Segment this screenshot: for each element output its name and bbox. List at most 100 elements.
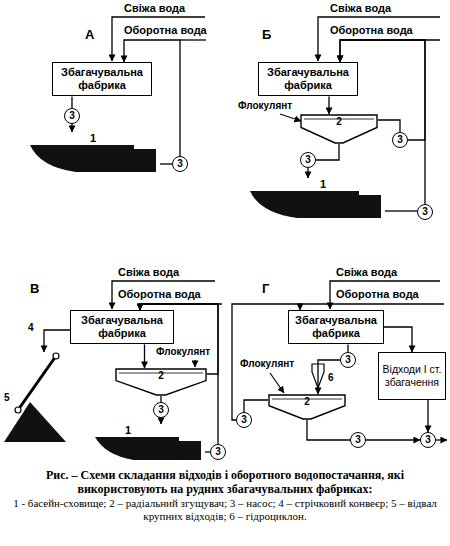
- pipe-connector: [366, 439, 420, 440]
- belt-conveyor: [18, 356, 56, 410]
- pond-dam: [134, 149, 156, 172]
- pond-shape: [250, 178, 385, 218]
- panel-letter: Б: [262, 28, 271, 42]
- pipe-connector: [144, 344, 145, 368]
- storage-pond: 1: [250, 178, 385, 218]
- radial-thickener: 2: [115, 368, 207, 396]
- pipe-connector: [71, 124, 72, 132]
- thickener-body: [116, 369, 206, 395]
- water-label: Свіжа вода: [336, 266, 397, 278]
- callout-number: 2: [300, 116, 378, 127]
- flocculant-feed: [194, 360, 195, 367]
- water-label: Свіжа вода: [330, 2, 391, 14]
- callout-number: 1: [250, 178, 326, 190]
- pipe-connector: [160, 418, 161, 424]
- pond-shape: [95, 424, 205, 460]
- water-label: Оборотна вода: [124, 24, 207, 36]
- storage-pond: 1: [30, 132, 160, 172]
- belt-conveyor: [15, 407, 21, 413]
- figure-caption: Рис. – Схеми складання відходів і оборот…: [8, 468, 442, 496]
- belt-conveyor: [44, 330, 70, 352]
- pipe-connector: [71, 96, 72, 108]
- pipe-connector: [427, 400, 428, 432]
- callout-number: 6: [328, 372, 334, 383]
- flocculant-feed: [195, 114, 301, 393]
- callout-number: 3: [69, 111, 75, 121]
- thickener-body: [301, 115, 377, 143]
- pump-circle: 3: [172, 156, 188, 172]
- callout-number: 1: [95, 424, 131, 436]
- water-pipe: [330, 281, 440, 309]
- pump-circle: 3: [417, 204, 433, 220]
- pump-circle: 3: [210, 444, 226, 460]
- belt-conveyor: [4, 330, 70, 442]
- node-text: Відходи І ст. збагачення: [381, 363, 443, 388]
- pond-body: [95, 437, 179, 460]
- pipe-connector: [316, 144, 339, 160]
- pipe-connector: [160, 163, 172, 164]
- process-box: Збагачувальна фабрика: [52, 62, 152, 96]
- water-label: Оборотна вода: [336, 288, 419, 300]
- pipe-connector: [385, 210, 417, 211]
- callout-number: 3: [425, 435, 431, 445]
- water-pipe: [180, 39, 206, 40]
- pipe-connector: [124, 40, 180, 156]
- pond-body: [30, 145, 134, 172]
- callout-number: 3: [158, 405, 164, 415]
- pond-dam: [179, 441, 201, 460]
- water-pipe: [112, 281, 215, 309]
- thickener-body: [269, 395, 345, 419]
- pipe-connector: [378, 120, 400, 132]
- reagent-label: Флокулянт: [156, 346, 210, 357]
- water-label: Свіжа вода: [118, 266, 179, 278]
- node-text: Збагачувальна фабрика: [75, 314, 169, 340]
- callout-number: 5: [4, 392, 10, 403]
- water-pipe: [300, 303, 444, 304]
- legend-note: 1 - басейн-сховище; 2 – радіальний згущу…: [8, 497, 442, 523]
- water-pipe: [112, 17, 447, 440]
- process-box: Збагачувальна фабрика: [70, 310, 174, 344]
- pipe-connector: [307, 420, 350, 440]
- pipe-connector: [244, 400, 268, 412]
- reagent-label: Флокулянт: [238, 100, 292, 111]
- pump-circle: 3: [350, 432, 366, 448]
- process-box: Збагачувальна фабрика: [288, 310, 384, 344]
- pump-circle: 3: [153, 402, 169, 418]
- belt-conveyor: [4, 402, 66, 442]
- waste-box: Відходи І ст. збагачення: [378, 352, 446, 400]
- node-text: Збагачувальна фабрика: [293, 314, 379, 340]
- process-box: Збагачувальна фабрика: [258, 62, 358, 96]
- callout-number: 3: [397, 135, 403, 145]
- pump-circle: 3: [392, 132, 408, 148]
- panel-letter: В: [30, 282, 39, 296]
- callout-number: 2: [115, 370, 207, 381]
- pump-circle: 3: [300, 152, 316, 168]
- callout-number: 2: [268, 396, 346, 407]
- flocculant-feed: [280, 114, 301, 121]
- node-text: Збагачувальна фабрика: [263, 66, 353, 92]
- water-label: Оборотна вода: [330, 24, 413, 36]
- callout-number: 3: [345, 355, 351, 365]
- pipe-connector: [307, 168, 308, 178]
- radial-thickener: 2: [268, 394, 346, 420]
- water-pipe: [318, 17, 440, 61]
- caption-area: Рис. – Схеми складання відходів і оборот…: [8, 468, 442, 523]
- callout-number: 3: [355, 435, 361, 445]
- callout-number: 3: [241, 415, 247, 425]
- pipe-connector: [328, 96, 329, 114]
- reagent-label: Флокулянт: [240, 358, 294, 369]
- panel-letter: Г: [262, 282, 269, 296]
- belt-conveyor: [53, 353, 59, 359]
- pond-body: [250, 191, 359, 218]
- pipe-connector: [347, 344, 348, 352]
- pump-circle: 3: [64, 108, 80, 124]
- pump-circle: 3: [420, 432, 436, 448]
- pump-circle: 3: [340, 352, 356, 368]
- callout-number: 3: [215, 447, 221, 457]
- pipe-connector: [384, 327, 412, 352]
- callout-number: 3: [177, 159, 183, 169]
- callout-number: 3: [305, 155, 311, 165]
- callout-number: 4: [28, 322, 34, 333]
- storage-pond: 1: [95, 424, 205, 460]
- pump-circle: 3: [236, 412, 252, 428]
